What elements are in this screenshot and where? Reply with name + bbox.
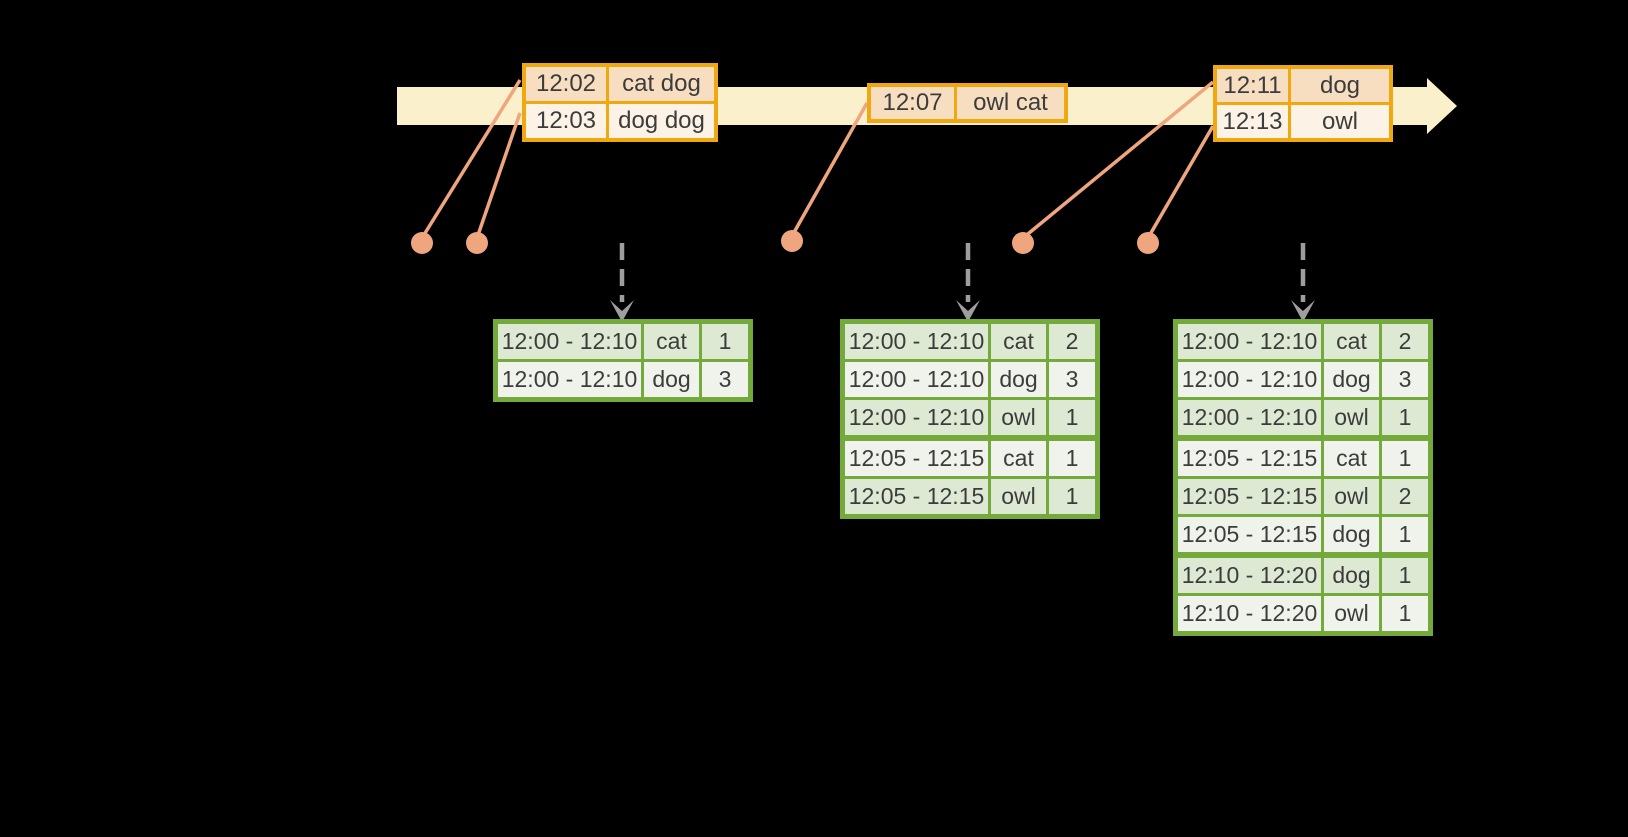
- window-cell: 12:05 - 12:15: [1178, 517, 1321, 552]
- window-cell: 12:00 - 12:10: [1178, 362, 1321, 397]
- result-row: 12:10 - 12:20 owl 1: [1178, 596, 1428, 631]
- count-cell: 2: [1049, 324, 1095, 359]
- event-dot-icon: [1012, 232, 1034, 254]
- event-words-cell: dog: [1288, 69, 1389, 102]
- window-cell: 12:00 - 12:10: [1178, 400, 1321, 435]
- window-cell: 12:00 - 12:10: [845, 400, 988, 435]
- result-row: 12:05 - 12:15 owl 1: [845, 479, 1095, 514]
- result-table-3: 12:00 - 12:10 cat 2 12:00 - 12:10 dog 3 …: [1173, 319, 1433, 636]
- event-dot-icon: [466, 232, 488, 254]
- event-words-cell: dog dog: [606, 104, 714, 138]
- input-table-3: 12:11 dog 12:13 owl: [1213, 65, 1393, 142]
- input-table-2: 12:07 owl cat: [867, 83, 1068, 123]
- count-cell: 1: [702, 324, 748, 359]
- result-row: 12:00 - 12:10 cat 1: [498, 324, 748, 359]
- result-row: 12:00 - 12:10 owl 1: [1178, 400, 1428, 435]
- count-cell: 1: [1049, 441, 1095, 476]
- result-row: 12:05 - 12:15 dog 1: [1178, 517, 1428, 552]
- word-cell: owl: [991, 400, 1046, 435]
- word-cell: owl: [1324, 400, 1379, 435]
- count-cell: 3: [1382, 362, 1428, 397]
- event-time-cell: 12:03: [526, 104, 606, 138]
- word-cell: dog: [1324, 362, 1379, 397]
- result-row: 12:10 - 12:20 dog 1: [1178, 558, 1428, 593]
- result-row: 12:05 - 12:15 owl 2: [1178, 479, 1428, 514]
- window-cell: 12:05 - 12:15: [845, 441, 988, 476]
- result-table-2: 12:00 - 12:10 cat 2 12:00 - 12:10 dog 3 …: [840, 319, 1100, 519]
- word-cell: dog: [1324, 517, 1379, 552]
- event-dot-icon: [411, 232, 433, 254]
- event-words-cell: owl: [1288, 105, 1389, 138]
- word-cell: owl: [1324, 596, 1379, 631]
- window-cell: 12:10 - 12:20: [1178, 596, 1321, 631]
- window-cell: 12:10 - 12:20: [1178, 558, 1321, 593]
- count-cell: 3: [1049, 362, 1095, 397]
- input-table-1: 12:02 cat dog 12:03 dog dog: [522, 63, 718, 142]
- window-cell: 12:05 - 12:15: [1178, 479, 1321, 514]
- word-cell: cat: [1324, 324, 1379, 359]
- window-cell: 12:05 - 12:15: [845, 479, 988, 514]
- window-cell: 12:00 - 12:10: [498, 324, 641, 359]
- window-cell: 12:00 - 12:10: [1178, 324, 1321, 359]
- result-row: 12:05 - 12:15 cat 1: [845, 441, 1095, 476]
- input-row: 12:02 cat dog: [526, 67, 714, 101]
- word-cell: owl: [1324, 479, 1379, 514]
- word-cell: dog: [1324, 558, 1379, 593]
- word-cell: cat: [1324, 441, 1379, 476]
- count-cell: 1: [1382, 517, 1428, 552]
- input-row: 12:13 owl: [1217, 102, 1389, 138]
- result-row: 12:00 - 12:10 owl 1: [845, 400, 1095, 435]
- event-line: [1146, 125, 1215, 239]
- word-cell: dog: [644, 362, 699, 397]
- event-dot-icon: [781, 230, 803, 252]
- window-cell: 12:00 - 12:10: [498, 362, 641, 397]
- word-cell: cat: [991, 441, 1046, 476]
- count-cell: 1: [1382, 596, 1428, 631]
- event-dot-icon: [1137, 232, 1159, 254]
- word-cell: owl: [991, 479, 1046, 514]
- window-cell: 12:00 - 12:10: [845, 324, 988, 359]
- result-row: 12:00 - 12:10 dog 3: [1178, 362, 1428, 397]
- input-row: 12:07 owl cat: [871, 87, 1064, 119]
- word-cell: cat: [991, 324, 1046, 359]
- result-row: 12:00 - 12:10 dog 3: [498, 362, 748, 397]
- result-row: 12:00 - 12:10 cat 2: [1178, 324, 1428, 359]
- count-cell: 1: [1382, 558, 1428, 593]
- timeline-arrowhead-icon: [1427, 78, 1457, 134]
- result-row: 12:00 - 12:10 dog 3: [845, 362, 1095, 397]
- event-words-cell: owl cat: [954, 87, 1064, 119]
- word-cell: dog: [991, 362, 1046, 397]
- window-cell: 12:05 - 12:15: [1178, 441, 1321, 476]
- trigger-arrows: [610, 243, 1315, 322]
- count-cell: 1: [1049, 479, 1095, 514]
- count-cell: 2: [1382, 324, 1428, 359]
- word-cell: cat: [644, 324, 699, 359]
- input-row: 12:03 dog dog: [526, 101, 714, 138]
- event-time-cell: 12:13: [1217, 105, 1288, 138]
- input-row: 12:11 dog: [1217, 69, 1389, 102]
- result-row: 12:05 - 12:15 cat 1: [1178, 441, 1428, 476]
- window-cell: 12:00 - 12:10: [845, 362, 988, 397]
- event-words-cell: cat dog: [606, 67, 714, 101]
- event-time-cell: 12:02: [526, 67, 606, 101]
- event-time-cell: 12:07: [871, 87, 954, 119]
- event-line: [475, 112, 522, 239]
- event-dots: [411, 230, 1159, 254]
- count-cell: 1: [1382, 400, 1428, 435]
- count-cell: 3: [702, 362, 748, 397]
- count-cell: 1: [1382, 441, 1428, 476]
- event-time-cell: 12:11: [1217, 69, 1288, 102]
- count-cell: 2: [1382, 479, 1428, 514]
- result-table-1: 12:00 - 12:10 cat 1 12:00 - 12:10 dog 3: [493, 319, 753, 402]
- result-row: 12:00 - 12:10 cat 2: [845, 324, 1095, 359]
- count-cell: 1: [1049, 400, 1095, 435]
